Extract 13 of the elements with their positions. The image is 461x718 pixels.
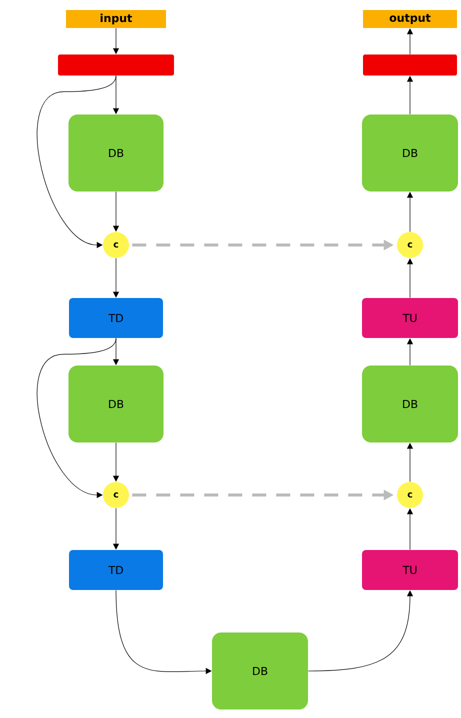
block-box: TD bbox=[69, 550, 163, 590]
block-box: DB bbox=[362, 114, 458, 192]
layer-bar bbox=[363, 54, 457, 76]
layer-bar bbox=[58, 54, 174, 76]
block-box: DB bbox=[362, 366, 458, 442]
process-box: output bbox=[363, 10, 457, 28]
block-box: DB bbox=[68, 114, 164, 192]
block-box: TD bbox=[69, 298, 163, 338]
block-box: TU bbox=[362, 550, 458, 590]
block-box: DB bbox=[68, 366, 164, 442]
block-box: DB bbox=[212, 632, 308, 710]
process-box: input bbox=[66, 10, 166, 28]
block-box: TU bbox=[362, 298, 458, 338]
